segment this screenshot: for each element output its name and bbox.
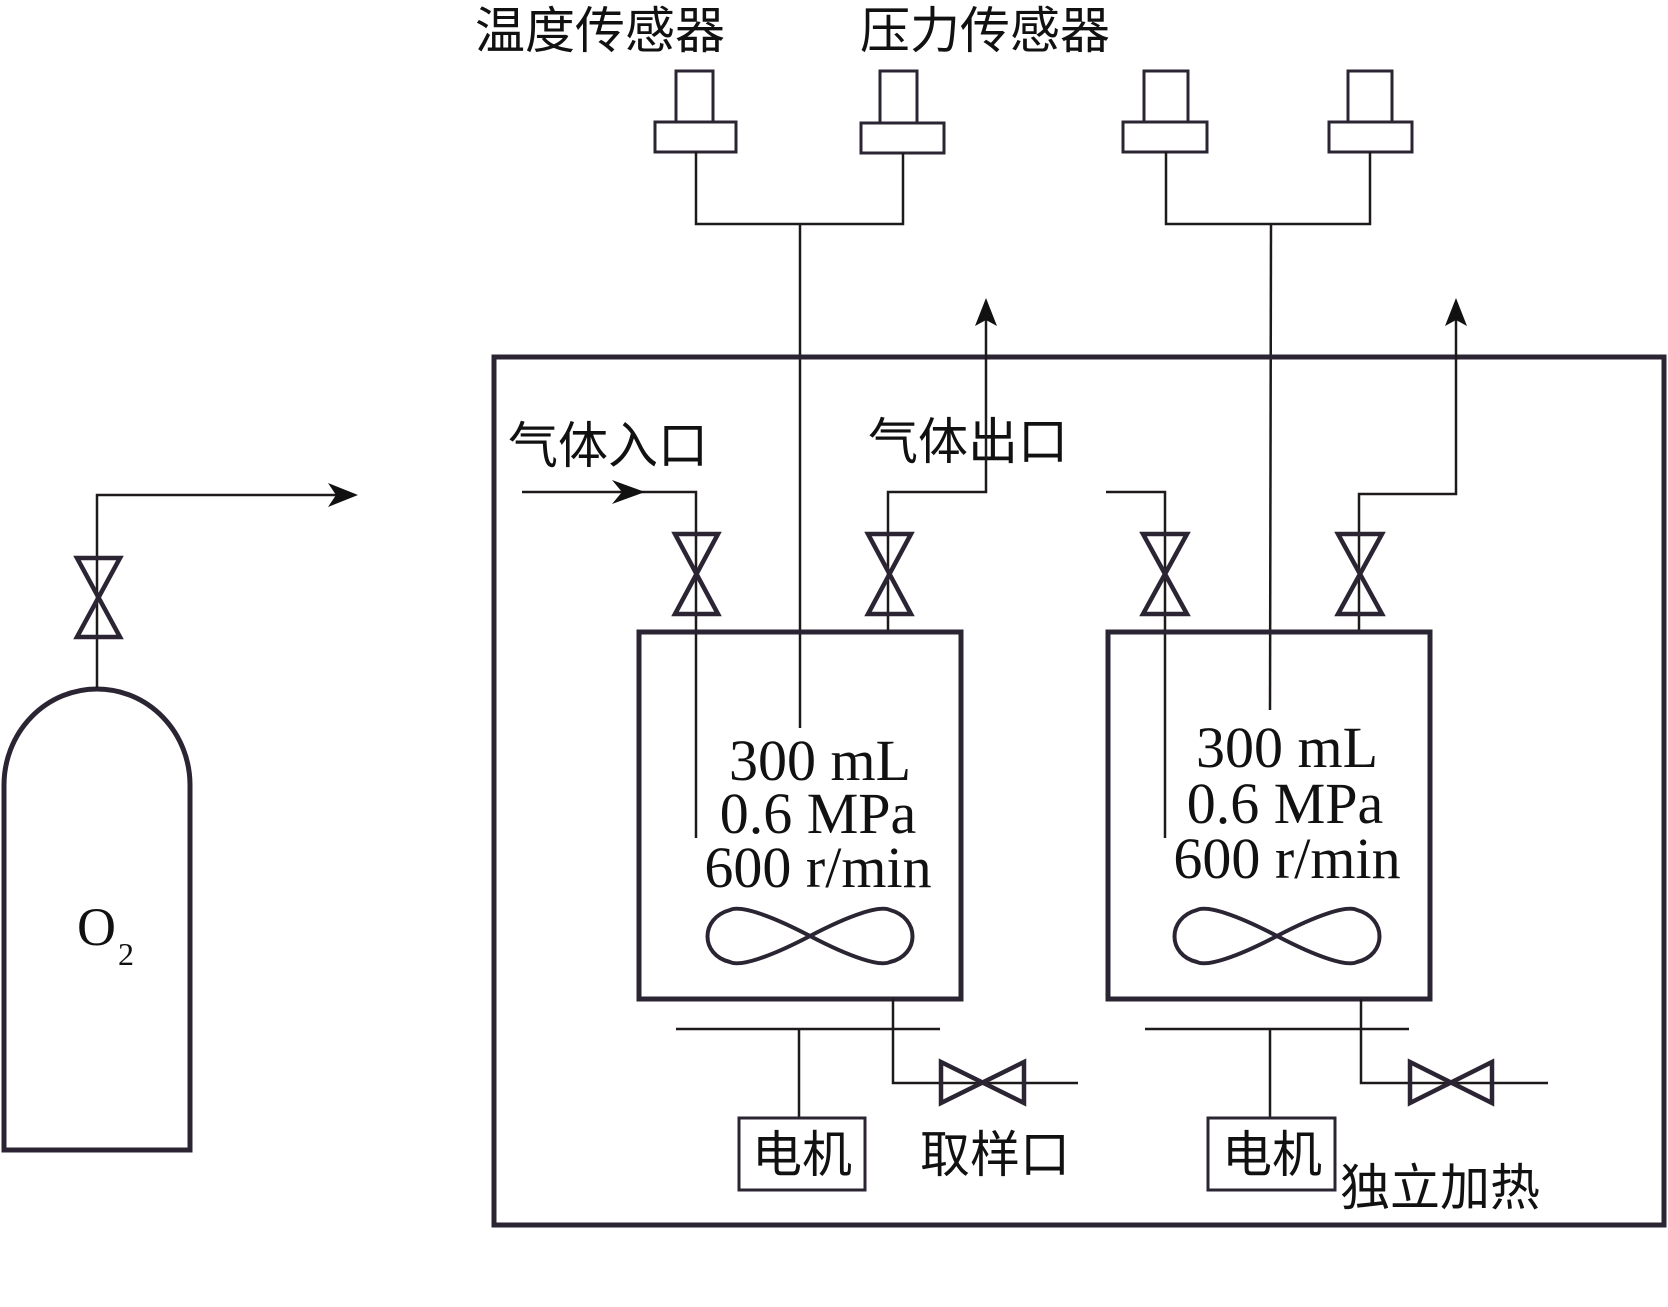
reactor-1-motor-label: 电机 [752,1126,852,1184]
reactor-2-stirrer-icon [1172,906,1382,966]
temperature-sensor-label: 温度传感器 [475,2,725,60]
cylinder-outlet-arrow-icon [328,483,358,507]
pressure-sensor-2-icon [1327,69,1414,154]
sensor-2-connector [1164,152,1372,226]
reactor-2-motor-box [1206,1116,1337,1192]
reactor-2-volume: 300 mL [1196,715,1378,780]
cylinder-outlet-line [95,493,340,688]
reactor-2-vessel [1105,629,1433,1002]
gas-inlet-label: 气体入口 [508,417,708,475]
temperature-sensor-1-icon [653,69,738,154]
reactor-2-motor-label: 电机 [1222,1126,1322,1184]
reactor-2-inlet-line [1106,490,1167,838]
reactor-1-vessel [636,629,964,1002]
heating-enclosure [491,354,1667,1228]
sampling-port-label: 取样口 [920,1126,1070,1184]
reactor-1-motor-box [737,1116,867,1192]
gas-outlet-label: 气体出口 [868,413,1068,471]
pressure-sensor-label: 压力传感器 [860,2,1110,60]
reactor-1-outlet-valve-icon [864,531,915,617]
reactor-2-outlet-arrow-icon [1445,298,1467,326]
reactor-1-stirrer-icon [705,906,915,966]
reactor-1-outlet-line [886,318,988,632]
sensor-1-connector [694,152,905,226]
sensor-2-probe-line [1268,223,1273,711]
reactor-1-inlet-line [522,490,698,838]
reactor-2-pressure: 0.6 MPa [1187,771,1384,836]
reactor-1-volume: 300 mL [729,728,911,793]
oxygen-cylinder [1,686,193,1153]
reactor-1-sample-valve-icon [938,1058,1027,1107]
reactor-1-outlet-arrow-icon [975,298,997,326]
reactor-1-speed: 600 r/min [704,835,931,900]
oxygen-label-subscript: 2 [118,936,134,972]
oxygen-label: O [77,897,116,957]
reactor-2-sample-valve-icon [1407,1058,1495,1107]
reactor-1-sample-line [891,999,1078,1085]
reactor-2-sample-line [1359,999,1548,1085]
reactor-2-speed: 600 r/min [1173,826,1400,891]
independent-heating-label: 独立加热 [1340,1159,1540,1217]
reactor-2-outlet-valve-icon [1334,531,1386,617]
reactor-2-outlet-line [1357,318,1458,632]
inlet-arrow-icon [612,480,645,504]
temperature-sensor-2-icon [1121,69,1209,154]
reactor-2-inlet-valve-icon [1139,531,1191,617]
reactor-1-pressure: 0.6 MPa [720,781,917,846]
cylinder-valve-icon [73,555,124,640]
reactor-1-inlet-valve-icon [671,531,722,617]
pressure-sensor-1-icon [859,69,946,155]
